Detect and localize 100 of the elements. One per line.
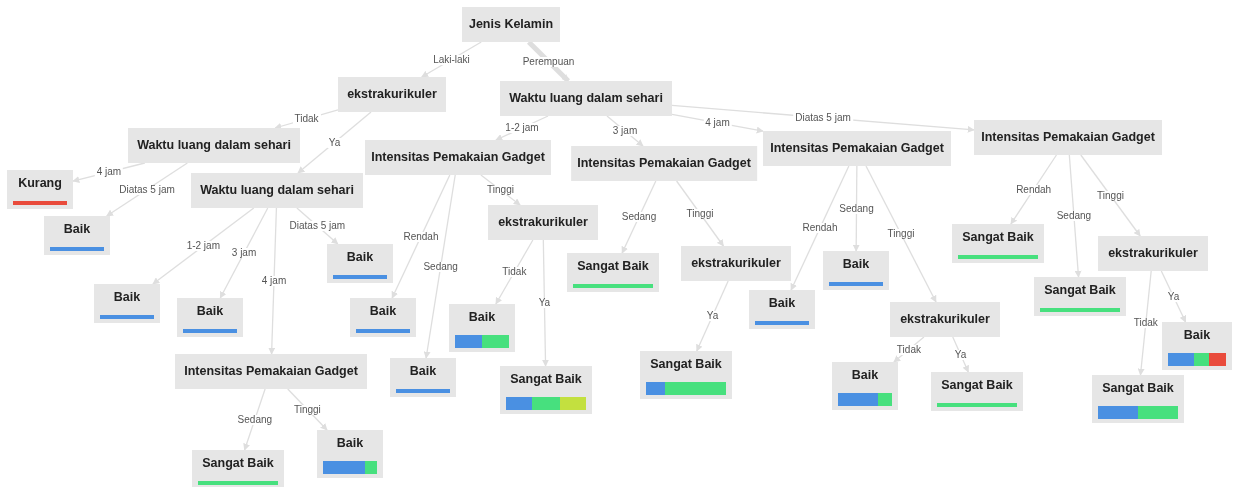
arrow: [1068, 154, 1082, 278]
leaf-box: [832, 362, 898, 410]
leaf-box: [749, 290, 815, 329]
decision-box: [338, 77, 446, 112]
node-label: Baik: [1183, 327, 1211, 344]
decision-box: [763, 131, 951, 166]
edge-label: 4 jam: [94, 167, 124, 178]
edge-label: Ya: [952, 349, 969, 360]
edge-label: 1-2 jam: [503, 123, 541, 133]
leaf-box: [500, 366, 592, 414]
node-label: ekstrakurikuler: [347, 86, 437, 103]
edge-label: Tinggi: [291, 404, 323, 415]
arrow: [541, 239, 549, 367]
node-label: Sangat Baik: [941, 377, 1013, 394]
arrow: [219, 207, 269, 299]
arrow: [790, 165, 850, 291]
leaf-box: [327, 244, 393, 283]
node-label: Sangat Baik: [650, 356, 722, 373]
node-label: Sangat Baik: [510, 371, 582, 388]
edge-label: 4 jam: [703, 117, 732, 128]
node-label: Sangat Baik: [1044, 282, 1116, 299]
arrow: [1137, 270, 1152, 376]
node-label: Intensitas Pemakaian Gadget: [577, 155, 751, 172]
edge-label: Ya: [536, 298, 553, 308]
node-label: Baik: [196, 303, 224, 320]
edge-label: 3 jam: [610, 126, 640, 136]
edge-label: Ya: [704, 311, 721, 321]
arrow: [852, 165, 860, 252]
node-label: Sangat Baik: [1102, 380, 1174, 397]
edge-label: Tidak: [292, 114, 321, 124]
edge-label: Rendah: [1014, 184, 1054, 195]
edge-label: 3 jam: [229, 248, 259, 258]
arrow: [243, 388, 266, 451]
edge-label: Rendah: [800, 223, 840, 233]
decision-box: [500, 81, 672, 116]
node-label: Jenis Kelamin: [468, 16, 554, 33]
leaf-box: [1162, 322, 1232, 370]
leaf-box: [567, 253, 659, 292]
edge-label: Sedang: [1054, 211, 1094, 221]
node-label: Baik: [346, 249, 374, 266]
node-label: Intensitas Pemakaian Gadget: [981, 129, 1155, 146]
decision-box: [175, 354, 367, 389]
leaf-box: [449, 304, 515, 352]
leaf-box: [952, 224, 1044, 263]
edge-label: Tidak: [894, 344, 923, 355]
node-label: Baik: [851, 367, 879, 384]
arrow: [1010, 154, 1058, 225]
node-label: ekstrakurikuler: [1108, 245, 1198, 262]
edge-label: Diatas 5 jam: [117, 184, 177, 195]
node-label: Baik: [63, 221, 91, 238]
node-label: Baik: [113, 289, 141, 306]
node-label: Sangat Baik: [202, 455, 274, 472]
leaf-box: [177, 298, 243, 337]
leaf-box: [350, 298, 416, 337]
node-label: Baik: [409, 363, 437, 380]
leaf-box: [94, 284, 160, 323]
leaf-box: [390, 358, 456, 397]
edge-label: Tinggi: [485, 185, 516, 195]
node-label: Baik: [369, 303, 397, 320]
node-label: ekstrakurikuler: [498, 214, 588, 231]
node-label: Intensitas Pemakaian Gadget: [770, 140, 944, 157]
node-label: Sangat Baik: [962, 229, 1034, 246]
arrow: [621, 180, 657, 254]
arrow: [865, 165, 937, 303]
leaf-box: [823, 251, 889, 290]
edge-label: Tinggi: [684, 208, 716, 219]
edge-label: 1-2 jam: [184, 241, 222, 251]
node-label: ekstrakurikuler: [900, 311, 990, 328]
arrow: [675, 180, 725, 247]
node-label: Baik: [336, 435, 364, 452]
decision-box: [191, 173, 363, 208]
node-label: Intensitas Pemakaian Gadget: [184, 363, 358, 380]
node-label: Sangat Baik: [577, 258, 649, 275]
arrow: [1160, 270, 1187, 323]
leaf-box: [1092, 375, 1184, 423]
edge-label: Rendah: [401, 231, 441, 242]
node-label: Baik: [768, 295, 796, 312]
arrow: [495, 239, 534, 305]
node-label: Intensitas Pemakaian Gadget: [371, 149, 545, 166]
edge-label: Tidak: [1131, 318, 1160, 328]
leaf-box: [7, 170, 73, 209]
edge-label: Tidak: [500, 267, 529, 277]
arrow: [152, 207, 255, 285]
leaf-box: [1034, 277, 1126, 316]
node-label: ekstrakurikuler: [691, 255, 781, 272]
node-label: Waktu luang dalam sehari: [200, 182, 354, 199]
edge-label: Tinggi: [1095, 190, 1126, 201]
edge-label: Sedang: [421, 261, 460, 272]
node-label: Kurang: [18, 175, 62, 192]
edge-label: Perempuan: [520, 56, 577, 67]
edge-label: Sedang: [235, 414, 275, 425]
arrow: [423, 174, 456, 359]
edge-label: Diatas 5 jam: [793, 112, 853, 123]
arrow: [391, 174, 451, 299]
edge-label: Sedang: [619, 212, 659, 222]
decision-box: [128, 128, 300, 163]
arrow: [1080, 154, 1141, 237]
leaf-box: [317, 430, 383, 478]
edge-label: Diatas 5 jam: [287, 221, 348, 231]
edge-label: Tinggi: [885, 229, 917, 239]
